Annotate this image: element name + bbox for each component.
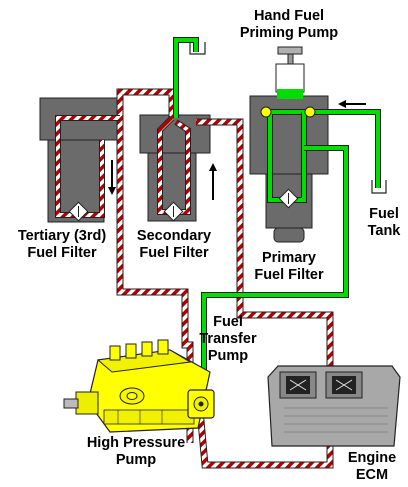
hand-priming-pump <box>275 46 305 99</box>
hp-pump-label-line1: High Pressure <box>87 435 185 451</box>
hp-pump-label-line2: Pump <box>116 452 156 468</box>
drain-cup-icon <box>371 180 387 194</box>
ecm-label-line1: Engine <box>348 450 396 466</box>
tertiary-filter-label-line1: Tertiary (3rd) <box>18 228 107 244</box>
flow-arrow-down-icon <box>108 160 116 195</box>
hand-pump-label-line2: Priming Pump <box>240 25 338 41</box>
hand-pump-label-line1: Hand Fuel <box>254 8 324 24</box>
engine-ecm <box>267 365 401 447</box>
flow-arrow-up-icon <box>209 163 217 200</box>
flow-arrow-left-icon <box>338 100 366 108</box>
primary-filter-label-line2: Fuel Filter <box>254 267 324 283</box>
tertiary-filter-element-icon <box>68 201 89 222</box>
check-valve-icon <box>260 106 316 118</box>
high-pressure-pump <box>63 339 211 433</box>
transfer-pump-label-line1: Fuel <box>213 314 243 330</box>
green-vent-line <box>173 37 199 118</box>
primary-filter <box>249 95 329 243</box>
secondary-filter-element-icon <box>163 201 184 222</box>
transfer-pump-label-line3: Pump <box>208 348 248 364</box>
transfer-pump-label-line2: Transfer <box>199 331 257 347</box>
primary-filter-label-line1: Primary <box>262 250 316 266</box>
fuel-tank-label-line1: Fuel <box>369 206 399 222</box>
fuel-tank-label-line2: Tank <box>368 223 402 239</box>
tertiary-filter-label-line2: Fuel Filter <box>27 245 97 261</box>
secondary-filter-label-line2: Fuel Filter <box>139 245 209 261</box>
fuel-transfer-pump <box>187 389 215 419</box>
secondary-filter-label-line1: Secondary <box>137 228 211 244</box>
ecm-label-line2: ECM <box>356 467 388 483</box>
drain-cup-icon <box>189 42 206 55</box>
primary-filter-element-icon <box>278 188 299 209</box>
